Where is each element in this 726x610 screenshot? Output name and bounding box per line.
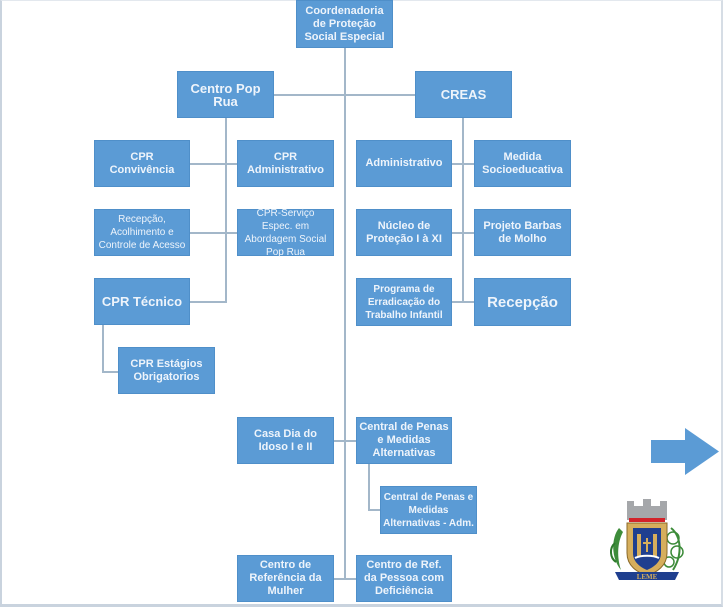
connector-penas-adm <box>368 509 380 511</box>
node-centro-ref-mulher: Centro de Referência da Mulher <box>237 555 334 602</box>
node-central-penas: Central de Penas e Medidas Alternativas <box>356 417 452 464</box>
connector-programa <box>452 301 474 303</box>
connector-convivencia <box>190 163 237 165</box>
connector-creas-down <box>462 118 464 303</box>
trunk-line <box>344 48 346 579</box>
connector-nucleo <box>452 232 474 234</box>
node-programa-erradicacao: Programa de Erradicação do Trabalho Infa… <box>356 278 452 326</box>
arrow-right-icon[interactable] <box>651 428 719 475</box>
node-cpr-servico-abordagem: CPR-Serviço Espec. em Abordagem Social P… <box>237 208 334 258</box>
connector-tecnico-down <box>102 325 104 373</box>
node-cpr-convivencia: CPR Convivência <box>94 140 190 187</box>
connector-penas-down <box>368 463 370 511</box>
node-cpr-estagios: CPR Estágios Obrigatorios <box>118 347 215 394</box>
node-projeto-barbas: Projeto Barbas de Molho <box>474 209 571 256</box>
leme-coat-of-arms-icon: LEME <box>610 499 684 581</box>
node-recepcao-creas: Recepção <box>474 278 571 326</box>
connector-casa-dia <box>334 440 356 442</box>
connector-tecnico <box>190 301 227 303</box>
node-root: Coordenadoria de Proteção Social Especia… <box>296 0 393 48</box>
node-cpr-tecnico: CPR Técnico <box>94 278 190 325</box>
connector-recepcao-pop <box>190 232 237 234</box>
node-centro-ref-deficiencia: Centro de Ref. da Pessoa com Deficiência <box>356 555 452 602</box>
node-centro-pop-rua: Centro Pop Rua <box>177 71 274 118</box>
node-recepcao-acolhimento: Recepção, Acolhimento e Controle de Aces… <box>94 209 190 256</box>
node-medida-socioeducativa: Medida Socioeducativa <box>474 140 571 187</box>
logo-text: LEME <box>637 573 658 581</box>
node-creas: CREAS <box>415 71 512 118</box>
node-administrativo: Administrativo <box>356 140 452 187</box>
node-nucleo-protecao: Núcleo de Proteção I à XI <box>356 209 452 256</box>
connector-mulher <box>334 578 356 580</box>
connector-pop-down <box>225 118 227 302</box>
node-central-penas-adm: Central de Penas e Medidas Alternativas … <box>380 486 477 534</box>
connector-administrativo <box>452 163 474 165</box>
node-cpr-administrativo: CPR Administrativo <box>237 140 334 187</box>
node-casa-dia-idoso: Casa Dia do Idoso I e II <box>237 417 334 464</box>
connector-pop-creas <box>274 94 415 96</box>
connector-estagios <box>102 371 119 373</box>
